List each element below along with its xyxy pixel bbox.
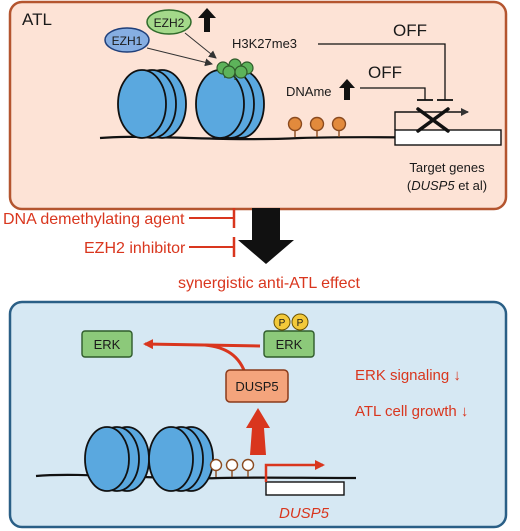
ezh2-label: EZH2 bbox=[154, 16, 185, 30]
dusp5-gene-box bbox=[265, 481, 345, 496]
synergistic-effect-label: synergistic anti-ATL effect bbox=[178, 275, 361, 292]
atl-cell-growth-label: ATL cell growth ↓ bbox=[355, 403, 468, 420]
off-lower-label: OFF bbox=[368, 63, 402, 82]
expression-up-arrow-icon bbox=[246, 408, 270, 455]
dephosphorylation-arrow bbox=[143, 339, 261, 350]
phospho-marks: P P bbox=[273, 313, 309, 331]
dna-methylation-marks-top bbox=[287, 116, 347, 137]
h3k27me3-marks bbox=[216, 58, 254, 80]
dusp5-protein-box bbox=[225, 369, 289, 403]
dusp5-protein-label: DUSP5 bbox=[235, 379, 278, 394]
dname-up-arrow-icon bbox=[339, 79, 355, 100]
dna-unmethylated-marks bbox=[209, 458, 255, 477]
dna-demethylating-agent-label: DNA demethylating agent bbox=[3, 211, 185, 228]
top-panel: ATL EZH1 EZH2 bbox=[8, 0, 508, 211]
atl-label: ATL bbox=[22, 10, 52, 29]
phospho-label-2: P bbox=[297, 318, 304, 329]
silenced-x-icon bbox=[416, 107, 450, 133]
off-upper-label: OFF bbox=[393, 21, 427, 40]
nucleosome-bottom-2 bbox=[148, 426, 214, 492]
nucleosome-bottom-1 bbox=[84, 426, 150, 492]
h3k27me3-label: H3K27me3 bbox=[232, 36, 297, 51]
phospho-label-1: P bbox=[279, 318, 286, 329]
phospho-circle-2 bbox=[291, 313, 309, 331]
h3k27me3-off-inhibition bbox=[318, 43, 446, 100]
ezh2-inhibitor-label: EZH2 inhibitor bbox=[84, 240, 186, 257]
dname-label: DNAme bbox=[286, 84, 332, 99]
ezh2-to-nucleosome-arrow bbox=[184, 32, 217, 59]
erk-right-box bbox=[263, 330, 315, 358]
phospho-circle-1 bbox=[273, 313, 291, 331]
middle-section: DNA demethylating agent EZH2 inhibitor s… bbox=[3, 208, 361, 292]
target-genes-sub-label: (DUSP5 et al) bbox=[407, 178, 487, 193]
big-down-arrow-icon bbox=[238, 208, 294, 264]
nucleosome-top-2 bbox=[195, 69, 265, 139]
dname-off-inhibition bbox=[360, 87, 426, 100]
ezh2-up-arrow-icon bbox=[198, 8, 216, 32]
ezh1-label: EZH1 bbox=[112, 34, 143, 48]
erk-left-box bbox=[81, 330, 133, 358]
dusp5-gene-label: DUSP5 bbox=[279, 505, 330, 522]
erk-right-label: ERK bbox=[276, 337, 303, 352]
dusp5-promoter-arrow bbox=[264, 460, 325, 482]
erk-signaling-label: ERK signaling ↓ bbox=[355, 367, 461, 384]
ezh1-to-nucleosome-arrow bbox=[146, 47, 213, 67]
erk-left-label: ERK bbox=[94, 337, 121, 352]
ezh2-oval bbox=[146, 9, 192, 35]
bottom-panel: ERK ERK P P DUSP5 ERK signaling ↓ ATL ce… bbox=[8, 300, 508, 529]
ezh1-oval bbox=[104, 27, 150, 53]
dna-strand-bottom bbox=[35, 473, 357, 480]
target-genes-label: Target genes bbox=[409, 160, 485, 175]
nucleosome-top-1 bbox=[117, 69, 187, 139]
